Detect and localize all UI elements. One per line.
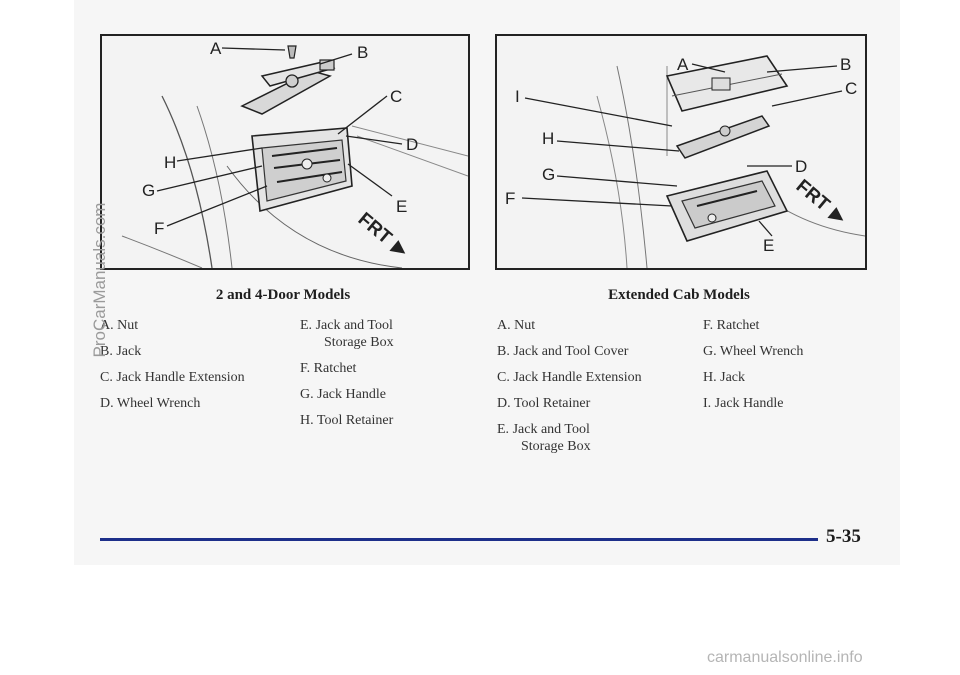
legend-text: Tool Retainer [316,413,394,428]
page-number: 5-35 [826,526,861,547]
legend-item: B. Jack [100,343,280,360]
legend-text: Jack [720,370,746,385]
legend-text: Ratchet [313,361,357,376]
storage-box-drawing [665,170,789,242]
legend-text: Jack [116,344,142,359]
legend-letter: C. [100,370,113,385]
callout-g: G [542,165,555,184]
callout-b: B [840,55,851,74]
legend-item: A. Nut [497,317,687,334]
legend-text: Tool Retainer [513,396,591,411]
legend-text: Jack and Tool [315,318,393,333]
callout-b: B [357,43,368,62]
side-watermark: ProCarManuals.com [90,180,110,380]
storage-box-drawing [251,127,353,213]
legend-letter: B. [100,344,113,359]
legend-text: Jack Handle [714,396,784,411]
legend-text: Jack and Tool Cover [513,344,629,359]
legend-item: G. Jack Handle [300,386,470,403]
callout-c: C [390,87,402,106]
legend-letter: A. [100,318,114,333]
callout-h: H [542,129,554,148]
caption-2-and-4-door-models: 2 and 4-Door Models [215,287,351,303]
callout-leaders [156,47,403,227]
legend-letter: F. [703,318,714,333]
legend-text: Jack Handle Extension [116,370,245,385]
legend-letter: D. [100,396,114,411]
legend-item: C. Jack Handle Extension [100,369,280,386]
figure-extended-cab-models: FRT A B C D E F G H I [495,34,867,270]
callout-a: A [677,55,689,74]
legend-letter: I. [703,396,712,411]
callout-e: E [763,236,774,255]
legend-item: D. Wheel Wrench [100,395,280,412]
caption-extended-cab-models: Extended Cab Models [608,287,750,303]
legend-text: Jack and Tool [512,422,590,437]
legend-letter: F. [300,361,311,376]
legend-letter: E. [300,318,313,333]
legend-letter: H. [703,370,717,385]
legend-letter: E. [497,422,510,437]
legend-item: F. Ratchet [300,360,470,377]
legend-text: Nut [514,318,536,333]
legend-text: Ratchet [716,318,760,333]
legend-text-continued: Storage Box [521,439,591,454]
footer-rule [100,538,818,541]
legend-letter: D. [497,396,511,411]
callout-d: D [406,135,418,154]
legend-letter: G. [300,387,314,402]
front-direction-arrow: FRT [354,209,406,254]
legend-text: Wheel Wrench [719,344,804,359]
legend-item: G. Wheel Wrench [703,343,853,360]
bottom-watermark: carmanualsonline.info [707,649,863,666]
legend-item: H. Tool Retainer [300,412,470,429]
legend-letter: A. [497,318,511,333]
legend-item: F. Ratchet [703,317,853,334]
front-direction-arrow: FRT [792,176,844,221]
legend-letter: H. [300,413,314,428]
cover-drawing [665,55,789,112]
callout-i: I [515,87,520,106]
legend-item: A. Nut [100,317,280,334]
frt-label: FRT [354,209,396,249]
illustration-2-4-door-jack-tools: FRT A B C D E F G H [121,39,468,268]
figure-2-and-4-door-models: FRT A B C D E F G H [100,34,470,270]
callout-h: H [164,153,176,172]
legend-letter: G. [703,344,717,359]
legend-text: Wheel Wrench [116,396,201,411]
legend-item: B. Jack and Tool Cover [497,343,687,360]
legend-text-continued: Storage Box [324,335,394,350]
callout-f: F [505,189,515,208]
callout-f: F [154,219,164,238]
callout-c: C [845,79,857,98]
jack-drawing [675,115,771,159]
legend-letter: B. [497,344,510,359]
legend-text: Nut [117,318,139,333]
legend-text: Jack Handle [317,387,386,402]
callout-e: E [396,197,407,216]
illustration-extended-cab-jack-tools: FRT A B C D E F G H I [505,55,865,268]
legend-item: D. Tool Retainer [497,395,687,412]
callout-leaders [521,63,843,237]
side-watermark-text: ProCarManuals.com [90,202,109,358]
legend-text: Jack Handle Extension [513,370,642,385]
frt-label: FRT [792,176,834,216]
jack-drawing [240,45,336,115]
legend-item: I. Jack Handle [703,395,853,412]
callout-a: A [210,39,222,58]
callout-d: D [795,157,807,176]
legend-letter: C. [497,370,510,385]
legend-item: H. Jack [703,369,853,386]
legend-item: C. Jack Handle Extension [497,369,687,386]
callout-g: G [142,181,155,200]
